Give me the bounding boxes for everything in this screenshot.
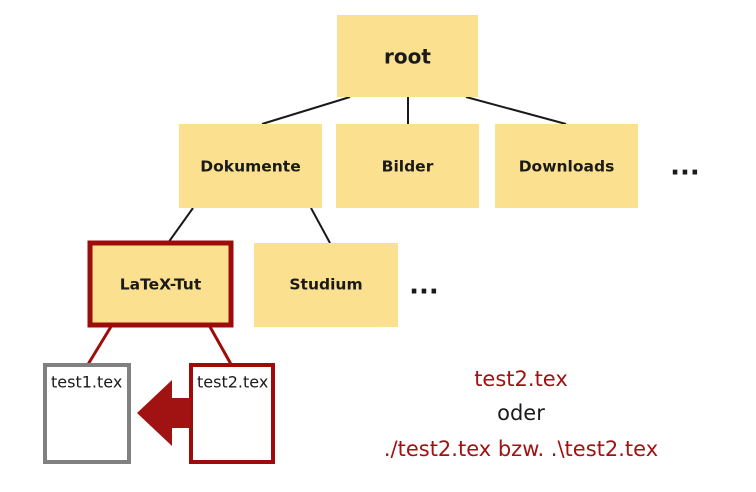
- connector-root-downloads: [465, 96, 567, 125]
- node-bilder[interactable]: Bilder: [336, 124, 479, 208]
- node-test2-label: test2.tex: [197, 373, 268, 392]
- node-test1-box[interactable]: [43, 363, 131, 464]
- node-latex-tut[interactable]: LaTeX-Tut: [87, 240, 234, 328]
- ellipsis-level3: ...: [409, 271, 439, 301]
- node-test2-box[interactable]: [189, 363, 275, 464]
- connector-root-dokumente: [261, 96, 351, 125]
- node-test2-file[interactable]: test2.tex: [189, 363, 275, 464]
- connectors-latextut-files: [85, 324, 234, 367]
- node-root[interactable]: root: [337, 15, 478, 97]
- node-root-box[interactable]: [337, 15, 478, 97]
- left-arrow-icon: [137, 380, 190, 446]
- node-downloads[interactable]: Downloads: [495, 124, 638, 208]
- node-test1-file[interactable]: test1.tex: [43, 363, 131, 464]
- node-dokumente-box[interactable]: [179, 124, 322, 208]
- connectors-dokumente-level3: [167, 207, 331, 244]
- ellipsis-level2: ...: [670, 152, 700, 182]
- annotation-line-2: oder: [497, 401, 545, 425]
- node-studium-box[interactable]: [254, 243, 398, 327]
- node-downloads-label: Downloads: [519, 158, 615, 176]
- node-latex-tut-label: LaTeX-Tut: [120, 276, 202, 294]
- annotation-line-3: ./test2.tex bzw. .\test2.tex: [384, 437, 658, 461]
- connector-dokumente-latextut: [167, 207, 194, 244]
- node-latex-tut-box[interactable]: [87, 240, 234, 328]
- node-downloads-box[interactable]: [495, 124, 638, 208]
- node-dokumente[interactable]: Dokumente: [179, 124, 322, 208]
- annotation-block: test2.tex oder ./test2.tex bzw. .\test2.…: [384, 367, 658, 461]
- node-studium-label: Studium: [289, 276, 362, 294]
- connectors-root-level2: [261, 96, 567, 125]
- node-bilder-box[interactable]: [336, 124, 479, 208]
- connector-latextut-test2: [207, 324, 234, 367]
- connector-dokumente-studium: [310, 207, 331, 244]
- connector-latextut-test1: [85, 324, 114, 367]
- node-bilder-label: Bilder: [382, 158, 434, 176]
- node-dokumente-label: Dokumente: [200, 158, 300, 176]
- node-root-label: root: [384, 45, 431, 69]
- node-test1-label: test1.tex: [51, 373, 122, 392]
- annotation-line-1: test2.tex: [474, 367, 568, 391]
- node-studium[interactable]: Studium: [254, 243, 398, 327]
